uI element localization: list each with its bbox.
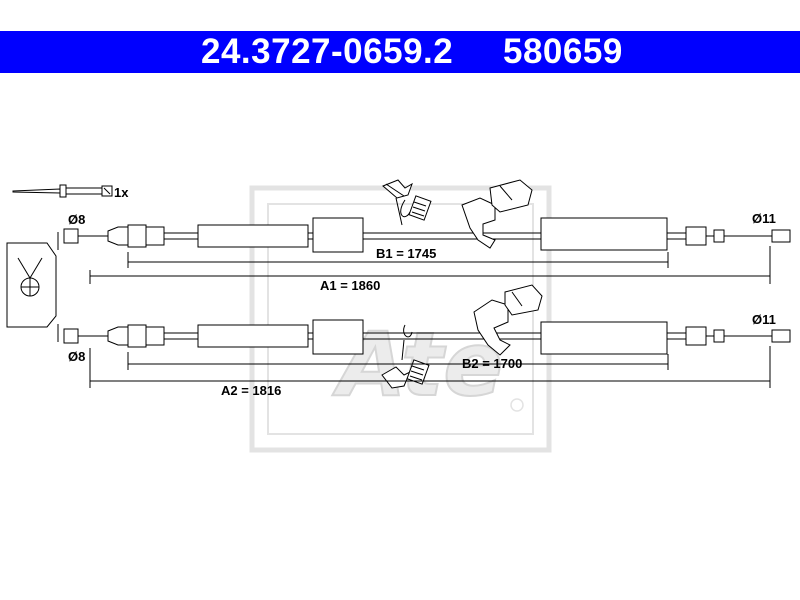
cable-1-clip-icon — [382, 179, 432, 226]
mounting-bracket-icon — [6, 232, 59, 342]
header-bar: 24.3727-0659.2 580659 — [0, 31, 800, 73]
cable-2-right-diameter: Ø11 — [752, 312, 776, 327]
cable-2-sleeve-3 — [540, 321, 668, 355]
cable-2-nipple — [107, 326, 129, 346]
cable-1-sleeve-1 — [197, 224, 309, 248]
cable-1-right-diameter: Ø11 — [752, 211, 776, 226]
cable-1 — [63, 179, 791, 284]
cable-1-left-end — [63, 228, 79, 244]
cable-1-length-b: B1 = 1745 — [376, 246, 436, 261]
cable-1-left-diameter: Ø8 — [68, 212, 85, 227]
cable-tie-icon — [12, 184, 113, 198]
cable-1-length-a: A1 = 1860 — [320, 278, 380, 293]
cable-2-sleeve-1 — [197, 324, 309, 348]
cable-2-clip-icon — [381, 324, 430, 389]
cable-1-right-end — [771, 229, 791, 243]
part-number: 24.3727-0659.2 — [201, 32, 454, 71]
cable-1-sleeve-3 — [540, 217, 668, 251]
cable-2-right-end — [771, 329, 791, 343]
cable-2-left-diameter: Ø8 — [68, 349, 85, 364]
article-number: 580659 — [503, 32, 623, 71]
cable-2-sleeve-2 — [312, 319, 364, 355]
cable-2-length-a: A2 = 1816 — [221, 383, 281, 398]
cable-1-nipple — [107, 226, 129, 246]
cable-1-sleeve-2 — [312, 217, 364, 253]
cable-2 — [63, 284, 791, 389]
cable-2-left-end — [63, 328, 79, 344]
cable-1-holder-icon — [461, 179, 533, 249]
cable-2-holder-icon — [473, 284, 543, 356]
cable-2-length-b: B2 = 1700 — [462, 356, 522, 371]
accessory-quantity: 1x — [114, 185, 129, 200]
